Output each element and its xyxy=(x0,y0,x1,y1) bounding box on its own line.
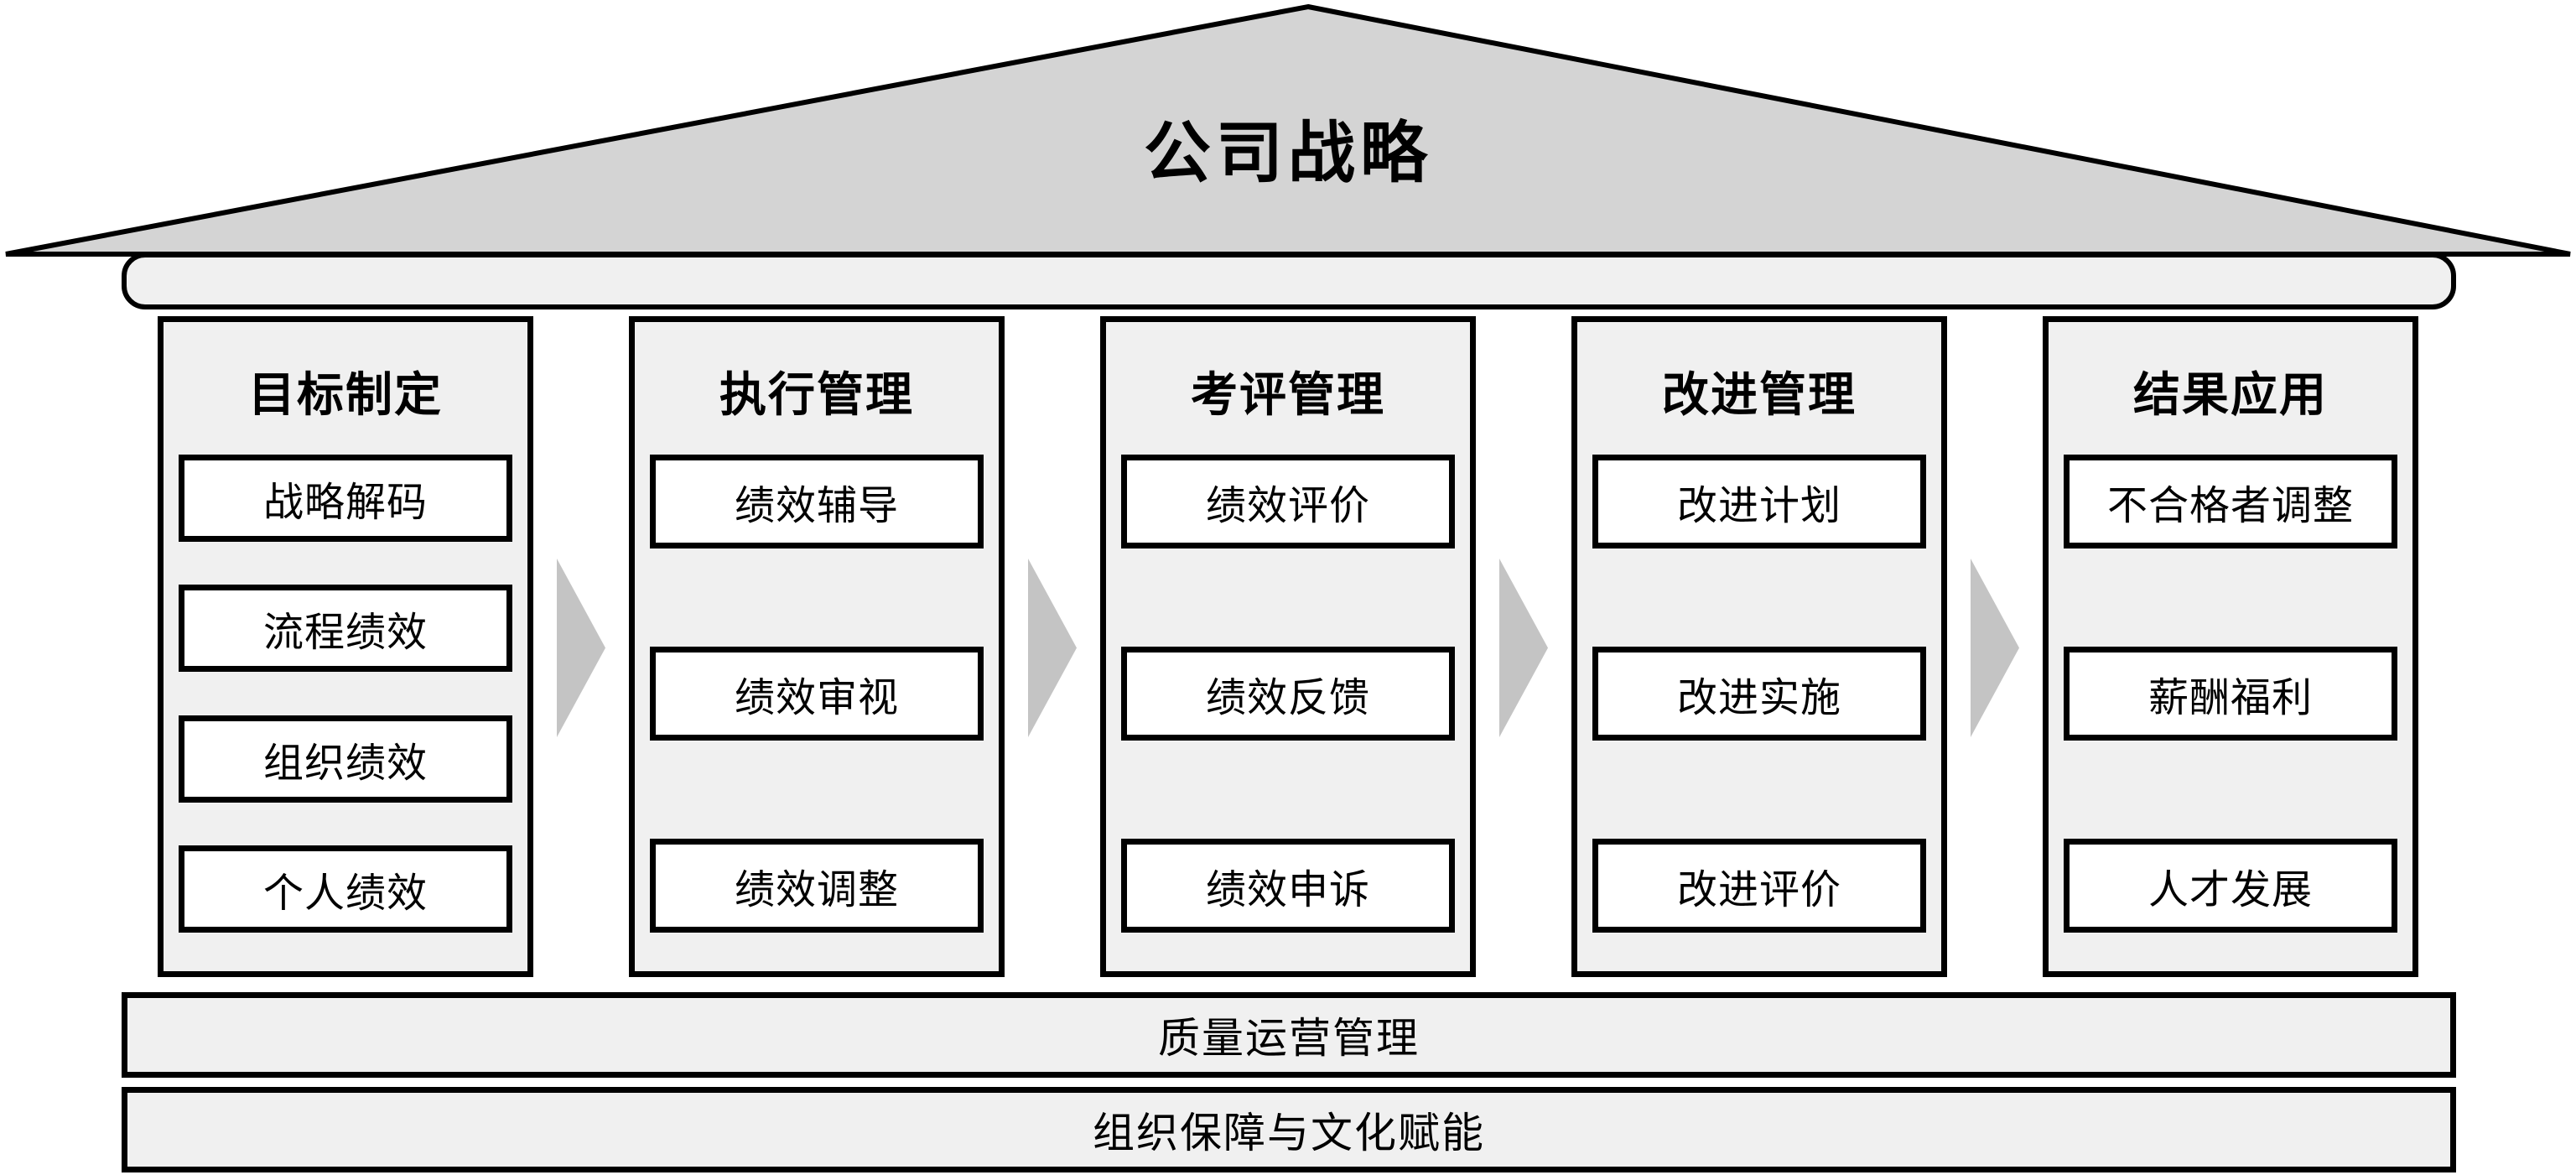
pillar-box-list: 战略解码 流程绩效 组织绩效 个人绩效 xyxy=(179,455,512,933)
pillar-box: 人才发展 xyxy=(2064,839,2397,933)
pillar-result-application: 结果应用 不合格者调整 薪酬福利 人才发展 xyxy=(2043,316,2418,977)
pillar-box-list: 改进计划 改进实施 改进评价 xyxy=(1592,455,1926,933)
pillar-box: 绩效调整 xyxy=(650,839,984,933)
pillar-box: 绩效评价 xyxy=(1121,455,1455,549)
pillar-improvement-management: 改进管理 改进计划 改进实施 改进评价 xyxy=(1571,316,1947,977)
pillar-box-list: 绩效辅导 绩效审视 绩效调整 xyxy=(650,455,984,933)
pillar-box: 组织绩效 xyxy=(179,715,512,803)
roof-title: 公司战略 xyxy=(1144,113,1432,192)
pillar-box-list: 不合格者调整 薪酬福利 人才发展 xyxy=(2064,455,2397,933)
foundation-bar-quality-operations: 质量运营管理 xyxy=(122,992,2456,1078)
pillar-title: 考评管理 xyxy=(1191,367,1385,423)
arrow-right-icon xyxy=(1971,559,2019,737)
pillar-box: 薪酬福利 xyxy=(2064,647,2397,741)
arrow-right-icon xyxy=(1028,559,1077,737)
arrow-right-icon xyxy=(557,559,605,737)
pillar-title: 目标制定 xyxy=(248,367,443,423)
pillar-box: 绩效辅导 xyxy=(650,455,984,549)
beam xyxy=(122,252,2456,309)
pillar-box: 不合格者调整 xyxy=(2064,455,2397,549)
pillar-box: 绩效申诉 xyxy=(1121,839,1455,933)
foundation-bar-label: 质量运营管理 xyxy=(1158,1014,1420,1063)
pillar-box: 改进计划 xyxy=(1592,455,1926,549)
pillar-title: 结果应用 xyxy=(2133,367,2328,423)
pillar-box: 改进评价 xyxy=(1592,839,1926,933)
pillar-execution-management: 执行管理 绩效辅导 绩效审视 绩效调整 xyxy=(629,316,1005,977)
pillar-box: 改进实施 xyxy=(1592,647,1926,741)
pillar-evaluation-management: 考评管理 绩效评价 绩效反馈 绩效申诉 xyxy=(1100,316,1476,977)
pillar-title: 执行管理 xyxy=(719,367,914,423)
pillar-box: 绩效审视 xyxy=(650,647,984,741)
pillar-box: 个人绩效 xyxy=(179,845,512,933)
pillar-title: 改进管理 xyxy=(1662,367,1857,423)
pillar-box: 绩效反馈 xyxy=(1121,647,1455,741)
pillar-goal-setting: 目标制定 战略解码 流程绩效 组织绩效 个人绩效 xyxy=(158,316,533,977)
pillar-box-list: 绩效评价 绩效反馈 绩效申诉 xyxy=(1121,455,1455,933)
pillar-box: 流程绩效 xyxy=(179,585,512,673)
foundation-bar-org-culture: 组织保障与文化赋能 xyxy=(122,1087,2456,1172)
pillar-box: 战略解码 xyxy=(179,455,512,542)
foundation-bar-label: 组织保障与文化赋能 xyxy=(1093,1109,1485,1157)
arrow-right-icon xyxy=(1499,559,1548,737)
